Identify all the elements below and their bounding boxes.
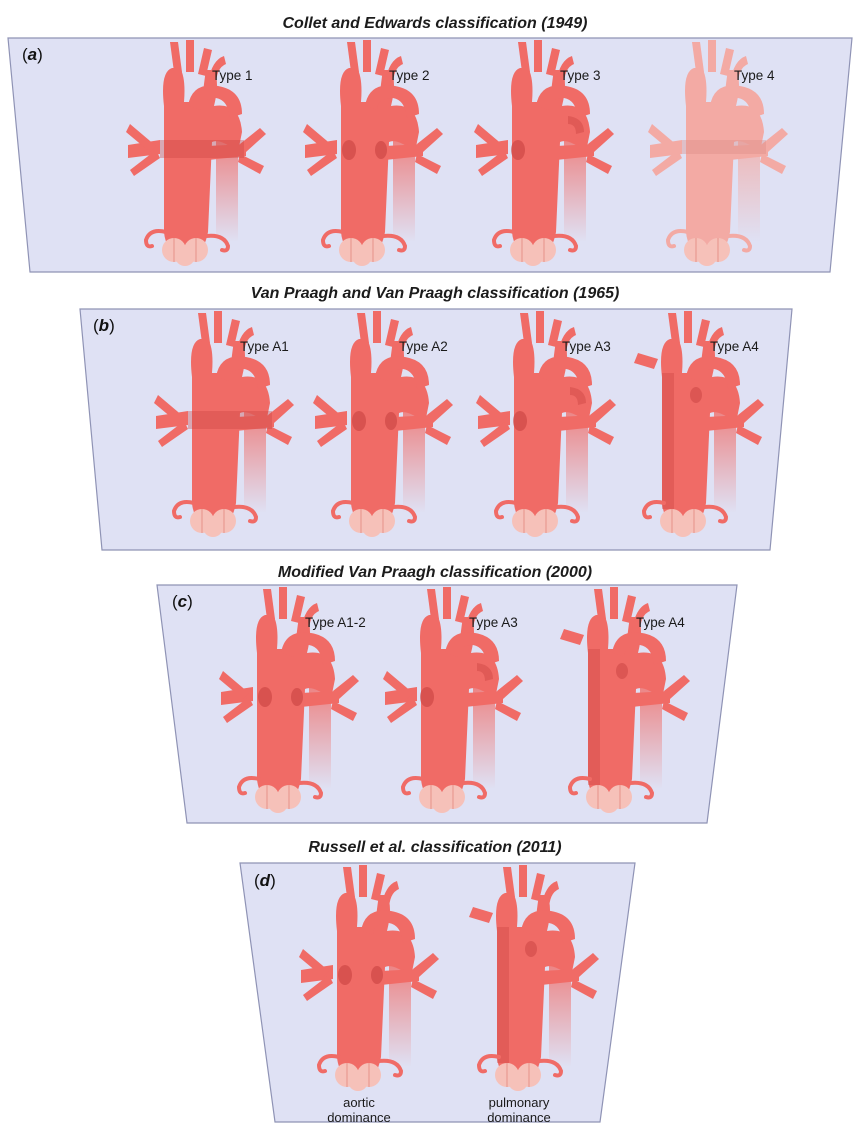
- valve-cusp-center: [697, 246, 717, 266]
- neck-vessel-2: [519, 865, 527, 897]
- panel-d-heading: Russell et al. classification (2011): [308, 839, 561, 856]
- panel-c: Modified Van Praagh classification (2000…: [157, 564, 737, 823]
- arch-ostium: [616, 663, 628, 679]
- neck-vessel-2: [684, 311, 692, 343]
- neck-vessel-2: [186, 40, 194, 72]
- panel-c-heading: Modified Van Praagh classification (2000…: [278, 564, 592, 581]
- neck-vessel-2: [363, 40, 371, 72]
- type-label: Type A3: [562, 339, 611, 354]
- pulmonary-trunk-line: [588, 649, 600, 785]
- pulmonary-ostium-left: [258, 687, 272, 707]
- valve-cusp-center: [175, 246, 195, 266]
- type-label: Type A1-2: [305, 615, 366, 630]
- pulmonary-ostium-right: [385, 412, 397, 430]
- valve-cusp-center: [432, 793, 452, 813]
- neck-vessel-2: [708, 40, 716, 72]
- panel-d-background: [240, 863, 635, 1122]
- panel-b-label: (b): [93, 316, 115, 335]
- valve-cusp-center: [673, 517, 693, 537]
- neck-vessel-2: [359, 865, 367, 897]
- pulmonary-ostium-left: [352, 411, 366, 431]
- pulmonary-ostium-right: [371, 966, 383, 984]
- neck-vessel-2: [443, 587, 451, 619]
- neck-vessel-2: [534, 40, 542, 72]
- valve-cusp-center: [362, 517, 382, 537]
- neck-vessel-2: [279, 587, 287, 619]
- type-label: Type A1: [240, 339, 289, 354]
- panel-b-heading: Van Praagh and Van Praagh classification…: [251, 285, 620, 302]
- type-label: Type 1: [212, 68, 253, 83]
- pulmonary-ostium-left: [338, 965, 352, 985]
- neck-vessel-2: [610, 587, 618, 619]
- valve-cusp-center: [599, 793, 619, 813]
- panel-d-label: (d): [254, 871, 276, 890]
- neck-vessel-2: [214, 311, 222, 343]
- panel-a: Collet and Edwards classification (1949)…: [8, 15, 852, 272]
- valve-cusp-center: [352, 246, 372, 266]
- figure-caption: pulmonary: [489, 1095, 550, 1110]
- panel-a-label: (a): [22, 45, 43, 64]
- valve-cusp-center: [203, 517, 223, 537]
- pulmonary-ostium-right: [375, 141, 387, 159]
- collateral-band: [682, 140, 766, 154]
- type-label: Type A4: [636, 615, 685, 630]
- valve-cusp-center: [268, 793, 288, 813]
- type-label: Type A4: [710, 339, 759, 354]
- pulmonary-trunk-line: [497, 927, 509, 1063]
- panel-d: Russell et al. classification (2011) (d)…: [240, 839, 635, 1125]
- neck-vessel-2: [373, 311, 381, 343]
- valve-cusp-center: [508, 1071, 528, 1091]
- panel-b: Van Praagh and Van Praagh classification…: [80, 285, 792, 550]
- panel-c-label: (c): [172, 592, 193, 611]
- pulmonary-ostium: [420, 687, 434, 707]
- pulmonary-band: [188, 411, 272, 429]
- figure-caption: aortic: [343, 1095, 375, 1110]
- type-label: Type 3: [560, 68, 601, 83]
- type-label: Type A3: [469, 615, 518, 630]
- type-label: Type 2: [389, 68, 430, 83]
- neck-vessel-2: [536, 311, 544, 343]
- pulmonary-trunk-line: [662, 373, 674, 509]
- arch-ostium: [690, 387, 702, 403]
- pulmonary-band: [160, 140, 244, 158]
- valve-cusp-center: [348, 1071, 368, 1091]
- pulmonary-ostium: [511, 140, 525, 160]
- pulmonary-ostium-left: [342, 140, 356, 160]
- arch-ostium: [525, 941, 537, 957]
- panel-a-heading: Collet and Edwards classification (1949): [283, 15, 588, 32]
- valve-cusp-center: [523, 246, 543, 266]
- figure-caption: dominance: [327, 1110, 391, 1125]
- pulmonary-ostium-right: [291, 688, 303, 706]
- type-label: Type 4: [734, 68, 775, 83]
- valve-cusp-center: [525, 517, 545, 537]
- pulmonary-ostium: [513, 411, 527, 431]
- type-label: Type A2: [399, 339, 448, 354]
- figure-caption: dominance: [487, 1110, 551, 1125]
